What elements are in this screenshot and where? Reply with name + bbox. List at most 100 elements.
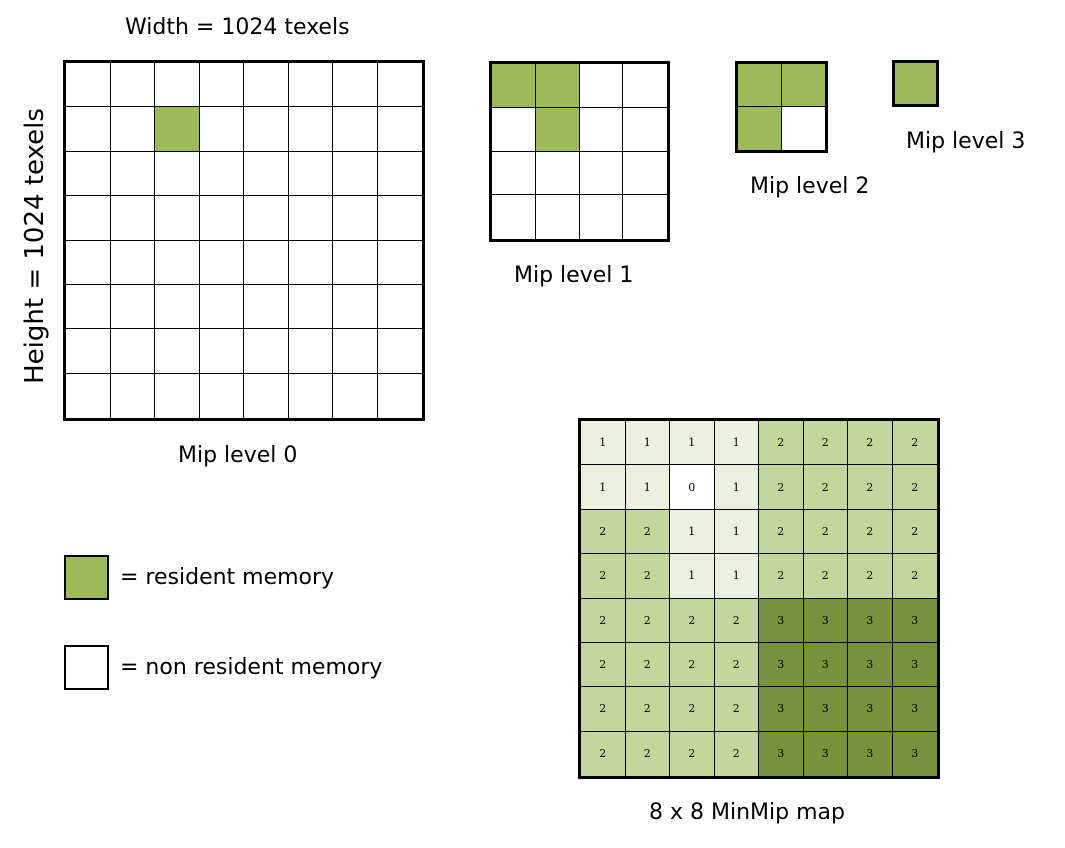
minmip-cell: 2 — [581, 642, 626, 688]
non-resident-tile — [623, 151, 667, 196]
non-resident-tile — [110, 151, 155, 197]
minmip-cell: 1 — [625, 465, 670, 510]
non-resident-tile — [492, 151, 536, 196]
non-resident-tile — [288, 196, 333, 241]
non-resident-tile — [333, 329, 378, 374]
minmip-cell: 2 — [848, 554, 893, 599]
non-resident-tile — [333, 240, 378, 285]
minmip-cell: 2 — [714, 687, 759, 732]
non-resident-tile — [781, 107, 825, 150]
non-resident-tile — [288, 373, 333, 418]
minmip-cell: 3 — [848, 687, 893, 732]
minmip-cell: 2 — [803, 421, 848, 466]
minmip-cell: 3 — [759, 642, 804, 688]
mip-level-2-grid — [735, 61, 828, 153]
non-resident-tile — [155, 329, 200, 374]
non-resident-tile — [377, 107, 422, 152]
minmip-cell: 2 — [759, 465, 804, 510]
non-resident-tile — [244, 107, 289, 152]
non-resident-tile — [244, 240, 289, 285]
non-resident-tile — [579, 195, 624, 239]
minmip-cell: 1 — [670, 554, 715, 599]
minmip-cell: 2 — [759, 509, 804, 555]
non-resident-tile — [288, 329, 333, 374]
mip-level-0-label: Mip level 0 — [178, 443, 298, 468]
resident-tile — [155, 107, 200, 152]
minmip-cell: 3 — [892, 598, 937, 643]
non-resident-tile — [199, 329, 244, 374]
mip-level-1-grid — [489, 61, 670, 242]
minmip-cell: 3 — [892, 731, 937, 776]
non-resident-tile — [492, 107, 536, 152]
non-resident-tile — [199, 151, 244, 197]
minmip-cell: 2 — [892, 509, 937, 555]
mip-level-1-label: Mip level 1 — [514, 263, 634, 288]
non-resident-tile — [579, 107, 624, 152]
minmip-cell: 2 — [892, 554, 937, 599]
non-resident-tile — [66, 284, 111, 330]
minmip-cell: 2 — [848, 465, 893, 510]
mip-level-3-label: Mip level 3 — [906, 129, 1026, 154]
minmip-cell: 2 — [625, 598, 670, 643]
non-resident-tile — [66, 63, 111, 108]
minmip-cell: 3 — [892, 642, 937, 688]
minmip-cell: 2 — [625, 554, 670, 599]
non-resident-tile — [244, 329, 289, 374]
resident-tile — [492, 64, 536, 108]
minmip-cell: 2 — [848, 509, 893, 555]
non-resident-tile — [579, 64, 624, 108]
minmip-cell: 3 — [759, 687, 804, 732]
resident-tile — [535, 64, 580, 108]
non-resident-tile — [288, 240, 333, 285]
minmip-cell: 3 — [803, 731, 848, 776]
minmip-cell: 3 — [848, 731, 893, 776]
non-resident-tile — [155, 284, 200, 330]
non-resident-tile — [110, 63, 155, 108]
non-resident-tile — [623, 107, 667, 152]
minmip-cell: 2 — [625, 509, 670, 555]
non-resident-tile — [66, 151, 111, 197]
non-resident-swatch — [64, 645, 109, 690]
non-resident-tile — [110, 284, 155, 330]
non-resident-tile — [535, 151, 580, 196]
non-resident-tile — [244, 63, 289, 108]
non-resident-tile — [377, 329, 422, 374]
minmip-cell: 2 — [714, 731, 759, 776]
non-resident-tile — [377, 196, 422, 241]
resident-tile — [895, 63, 936, 104]
width-label: Width = 1024 texels — [125, 15, 350, 40]
non-resident-tile — [110, 329, 155, 374]
non-resident-tile — [66, 107, 111, 152]
non-resident-tile — [377, 63, 422, 108]
minmip-cell: 1 — [581, 421, 626, 466]
minmip-cell: 3 — [803, 687, 848, 732]
minmip-cell: 1 — [714, 421, 759, 466]
non-resident-tile — [199, 240, 244, 285]
non-resident-tile — [333, 63, 378, 108]
minmip-cell: 2 — [581, 598, 626, 643]
minmip-cell: 1 — [625, 421, 670, 466]
non-resident-tile — [492, 195, 536, 239]
minmip-cell: 3 — [848, 598, 893, 643]
non-resident-tile — [66, 373, 111, 418]
minmip-cell: 3 — [803, 598, 848, 643]
non-resident-tile — [155, 240, 200, 285]
minmip-cell: 3 — [892, 687, 937, 732]
non-resident-tile — [199, 107, 244, 152]
non-resident-tile — [333, 107, 378, 152]
minmip-cell: 1 — [714, 509, 759, 555]
minmip-cell: 3 — [759, 598, 804, 643]
minmip-cell: 1 — [670, 421, 715, 466]
minmip-cell: 2 — [759, 554, 804, 599]
minmip-cell: 2 — [670, 598, 715, 643]
non-resident-tile — [244, 196, 289, 241]
minmip-cell: 1 — [714, 465, 759, 510]
minmip-map-label: 8 x 8 MinMip map — [649, 800, 845, 825]
non-resident-tile — [535, 195, 580, 239]
resident-tile — [738, 107, 782, 150]
non-resident-legend-label: = non resident memory — [120, 655, 383, 680]
non-resident-tile — [288, 284, 333, 330]
minmip-cell: 2 — [803, 465, 848, 510]
non-resident-tile — [377, 151, 422, 197]
